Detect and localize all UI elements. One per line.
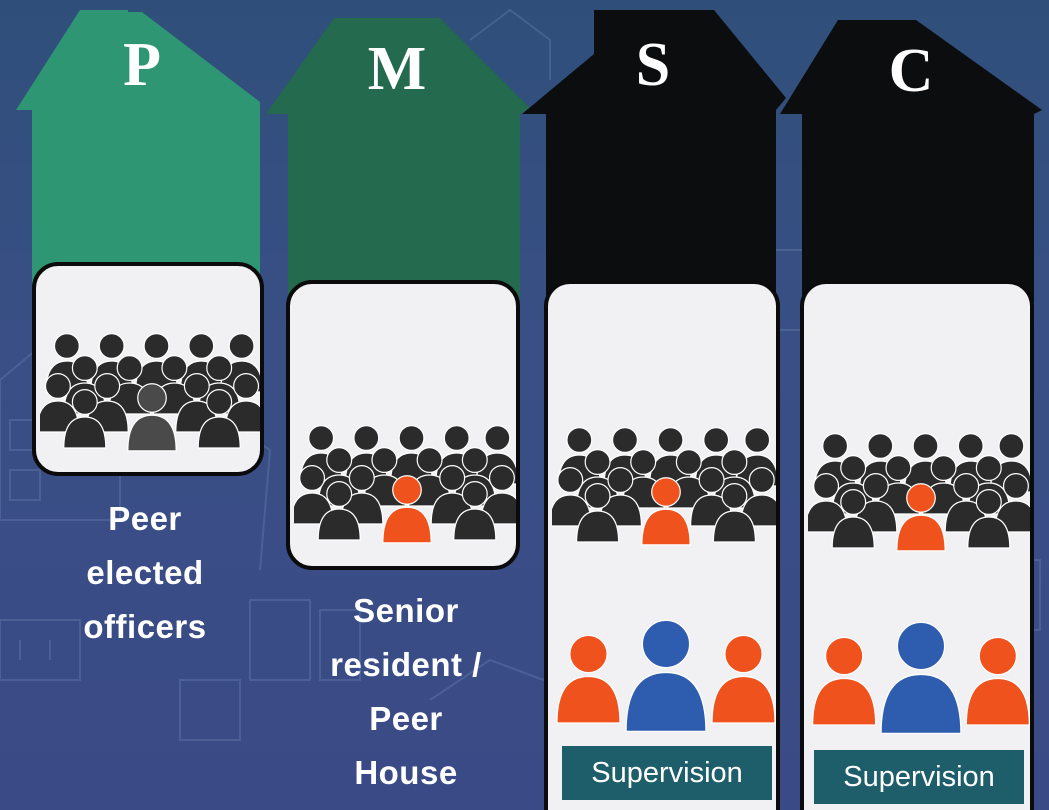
caption-line: elected bbox=[86, 554, 204, 591]
crowd-leader bbox=[382, 475, 432, 544]
caption-line: House bbox=[354, 754, 458, 791]
crowd-person bbox=[197, 388, 241, 449]
house-s: S bbox=[518, 10, 788, 302]
house-icon bbox=[16, 10, 260, 300]
house-icon bbox=[522, 10, 786, 302]
supervision-label: Supervision bbox=[814, 750, 1024, 804]
crowd-leader bbox=[641, 477, 691, 546]
caption-line: resident / bbox=[330, 646, 482, 683]
supervisor-side bbox=[711, 634, 776, 724]
crowd-leader bbox=[127, 383, 177, 452]
supervisor-side bbox=[556, 634, 621, 724]
house-m: M bbox=[262, 10, 532, 302]
house-letter: S bbox=[635, 31, 671, 99]
panel-m bbox=[286, 280, 520, 570]
house-p: P bbox=[10, 10, 274, 300]
house-letter: P bbox=[123, 31, 161, 99]
house-letter: C bbox=[888, 37, 934, 105]
caption-line: Senior bbox=[353, 592, 459, 629]
caption-m: Senior resident / Peer House bbox=[300, 584, 512, 800]
caption-p: Peer elected officers bbox=[40, 492, 250, 654]
crowd-icon bbox=[552, 427, 776, 546]
house-c: C bbox=[778, 10, 1044, 302]
crowd-person bbox=[317, 480, 361, 541]
crowd-person bbox=[903, 433, 948, 493]
supervisor-group-icon bbox=[812, 621, 1030, 734]
supervision-label: Supervision bbox=[562, 746, 772, 800]
supervisor-side bbox=[812, 636, 877, 726]
panel-p bbox=[32, 262, 264, 476]
caption-line: Peer bbox=[369, 700, 443, 737]
house-letter: M bbox=[367, 35, 427, 103]
supervisor-side bbox=[965, 636, 1030, 726]
caption-line: Peer bbox=[108, 500, 182, 537]
supervisor-center bbox=[625, 619, 707, 732]
crowd-person bbox=[967, 488, 1011, 549]
crowd-person bbox=[712, 482, 757, 543]
crowd-icon bbox=[808, 433, 1030, 552]
supervisor-center bbox=[880, 621, 962, 734]
house-icon bbox=[266, 18, 530, 302]
house-icon bbox=[780, 20, 1042, 302]
crowd-person bbox=[453, 480, 497, 541]
crowd-person bbox=[575, 482, 620, 543]
panel-c: Supervision bbox=[800, 280, 1034, 810]
panel-s: Supervision bbox=[544, 280, 780, 810]
crowd-icon bbox=[40, 333, 260, 452]
crowd-person bbox=[340, 464, 384, 525]
crowd-leader bbox=[896, 483, 946, 552]
caption-line: officers bbox=[83, 608, 207, 645]
crowd-person bbox=[552, 466, 592, 527]
supervisor-group-icon bbox=[556, 619, 776, 732]
crowd-icon bbox=[294, 425, 516, 544]
crowd-person bbox=[831, 488, 875, 549]
crowd-person bbox=[63, 388, 107, 449]
